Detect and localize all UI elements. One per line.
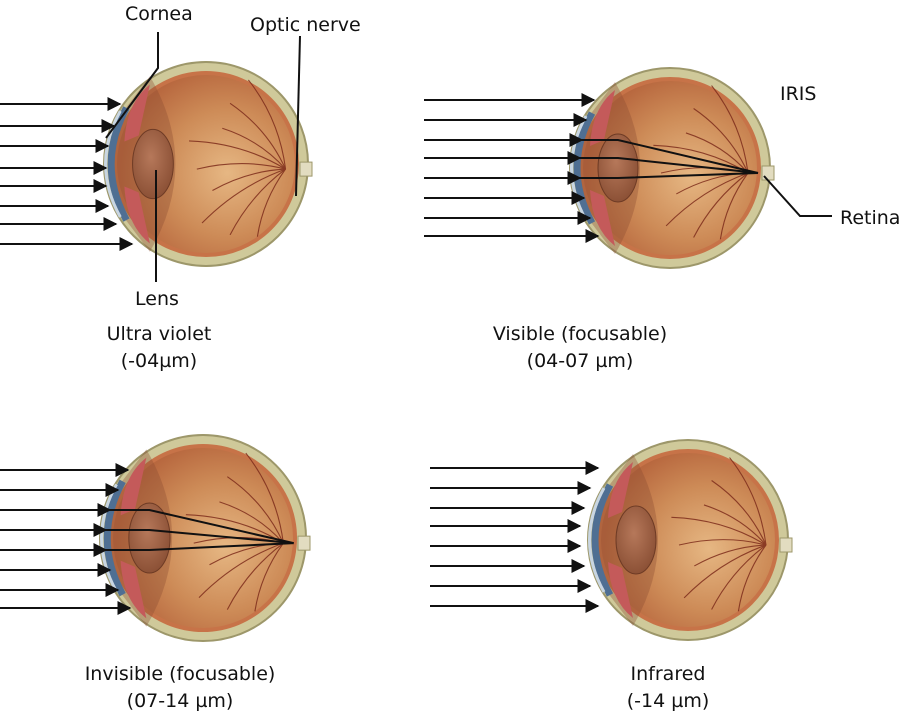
refracted-ray [580, 157, 759, 174]
rays-infrared [430, 461, 600, 613]
cornea-surface [570, 115, 588, 221]
eye-infrared [587, 439, 793, 641]
refracted-ray [106, 529, 294, 545]
cornea [591, 483, 614, 597]
caption-title-ultra-violet: Ultra violet [107, 323, 212, 345]
cornea [107, 106, 130, 222]
blood-vessels [189, 79, 287, 237]
ciliary-body-bottom [120, 560, 147, 619]
eye-visible [569, 67, 775, 269]
lens-label: Lens [135, 288, 179, 310]
refracted-ray [106, 542, 294, 551]
caption-title-infrared: Infrared [631, 663, 706, 685]
optic-nerve-label: Optic nerve [250, 14, 361, 36]
ciliary-body-bottom [608, 562, 633, 618]
leader-lines [105, 32, 832, 282]
caption-title-invisible: Invisible (focusable) [85, 663, 276, 685]
caption-range-infrared: (-14 µm) [627, 690, 710, 712]
lens [132, 128, 174, 200]
ciliary-body-top [120, 457, 147, 516]
rays-ultra-violet [0, 97, 134, 251]
caption-range-invisible: (07-14 µm) [127, 690, 234, 712]
ciliary-body-bottom [124, 186, 150, 244]
cornea-leader [105, 32, 159, 139]
eye-invisible [99, 434, 311, 642]
lens [128, 502, 171, 574]
optic-nerve [761, 165, 775, 181]
caption-title-visible: Visible (focusable) [493, 323, 667, 345]
caption-range-ultra-violet: (-04µm) [121, 350, 197, 372]
refracted-ray [580, 172, 759, 179]
refracted-ray [580, 139, 759, 174]
rays-invisible [0, 463, 294, 615]
lens [597, 133, 639, 203]
ciliary-body-top [124, 84, 150, 142]
eye-ultra-violet [103, 61, 313, 267]
caption-range-visible: (04-07 µm) [527, 350, 634, 372]
retina-label: Retina [840, 207, 900, 229]
optic-nerve [299, 161, 313, 177]
cornea-label: Cornea [125, 3, 193, 25]
optic-nerve [779, 537, 793, 553]
ciliary-body-top [590, 90, 615, 146]
ciliary-body-bottom [590, 190, 615, 246]
optic-nerve-leader [295, 35, 301, 197]
retina-leader [763, 175, 832, 217]
iris-label: IRIS [780, 83, 816, 105]
rays-visible [424, 93, 759, 243]
refracted-ray [110, 509, 294, 545]
optic-nerve [297, 535, 311, 551]
blood-vessels [671, 457, 767, 612]
cornea-surface [588, 487, 606, 593]
lens [615, 505, 657, 575]
ciliary-body-top [608, 462, 633, 518]
